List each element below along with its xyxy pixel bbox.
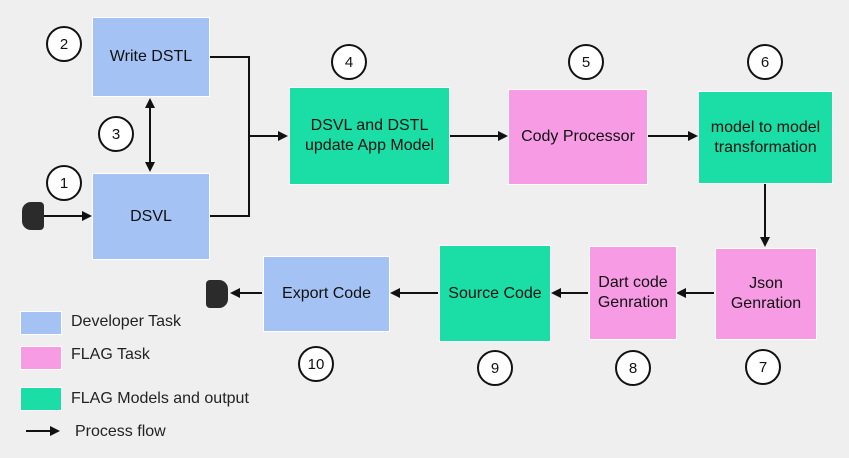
json-generation-box[interactable]: Json Genration [715, 248, 817, 340]
step-number-7: 7 [745, 349, 781, 385]
step-number-5: 5 [568, 44, 604, 80]
cody-processor-box[interactable]: Cody Processor [508, 89, 648, 185]
legend-swatch-developer-task [20, 311, 62, 335]
step-number-9: 9 [477, 350, 513, 386]
legend-swatch-flag-models [20, 387, 62, 411]
legend-label-flag-task: FLAG Task [71, 346, 150, 363]
write-dstl-box[interactable]: Write DSTL [92, 17, 210, 97]
dart-code-generation-label: Dart code Genration [597, 274, 669, 311]
legend-label-flag-models: FLAG Models and output [71, 390, 249, 407]
step-number-3: 3 [98, 116, 134, 152]
write-dstl-label: Write DSTL [109, 48, 193, 65]
step-number-10: 10 [298, 346, 334, 382]
step-number-8: 8 [615, 350, 651, 386]
step-number-2: 2 [46, 26, 82, 62]
step-number-6: 6 [747, 44, 783, 80]
step-number-4: 4 [331, 44, 367, 80]
dsvl-label: DSVL [130, 207, 172, 225]
output-terminal [206, 280, 228, 308]
model-transformation-label: model to model transformation [710, 118, 821, 156]
legend-label-process-flow: Process flow [75, 423, 166, 440]
export-code-label: Export Code [282, 285, 371, 302]
update-app-model-box[interactable]: DSVL and DSTL update App Model [289, 87, 450, 185]
model-transformation-box[interactable]: model to model transformation [698, 91, 833, 184]
legend-label-developer-task: Developer Task [71, 313, 181, 330]
source-code-box[interactable]: Source Code [439, 245, 551, 342]
json-generation-label: Json Genration [730, 275, 802, 312]
input-terminal [22, 202, 44, 230]
cody-processor-label: Cody Processor [521, 128, 635, 145]
update-app-model-label: DSVL and DSTL update App Model [305, 117, 434, 154]
export-code-box[interactable]: Export Code [263, 256, 390, 332]
dsvl-box[interactable]: DSVL [92, 173, 210, 260]
line-write-dstl-merge [210, 56, 250, 217]
step-number-1: 1 [46, 165, 82, 201]
dart-code-generation-box[interactable]: Dart code Genration [589, 246, 677, 340]
source-code-label: Source Code [448, 284, 542, 302]
legend-swatch-flag-task [20, 346, 62, 370]
